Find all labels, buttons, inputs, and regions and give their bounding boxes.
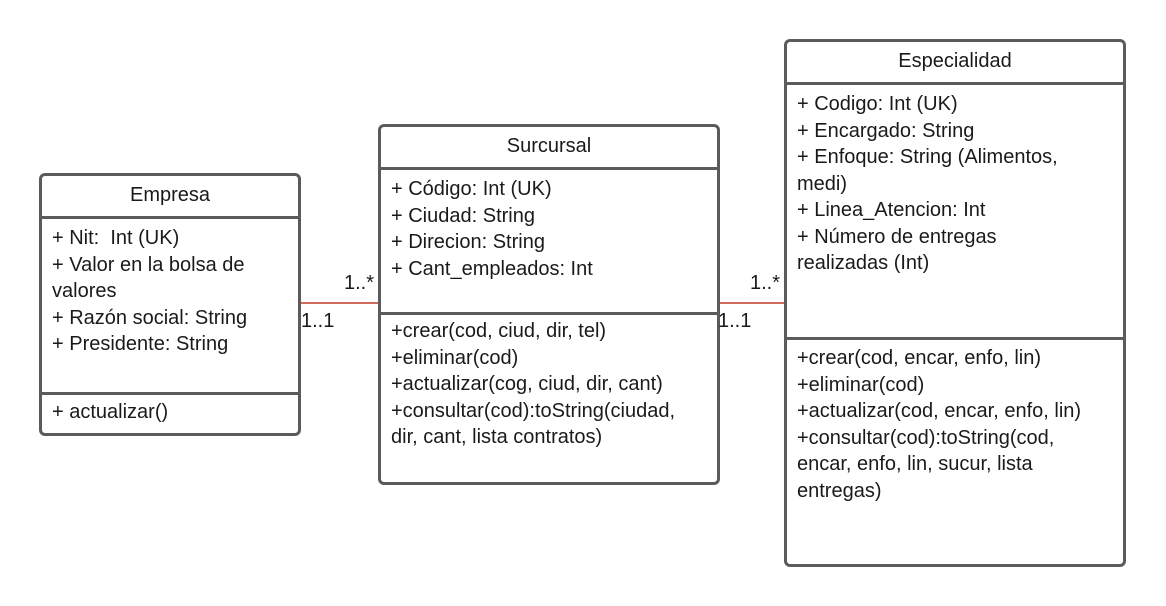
attribute: + Nit: Int (UK) (52, 227, 180, 249)
attribute: + Número de entregas (797, 225, 997, 248)
class-surcursal-methods: +crear(cod, ciud, dir, tel) +eliminar(co… (391, 318, 711, 451)
class-empresa-methods-divider (42, 392, 298, 395)
class-especialidad-methods-divider (787, 337, 1123, 340)
attribute: + Código: Int (UK) (391, 178, 552, 200)
attribute: + Ciudad: String (391, 204, 535, 227)
multiplicity-empresa-to-surcursal: 1..* (344, 272, 375, 294)
class-empresa-methods: + actualizar() (52, 399, 292, 426)
class-especialidad[interactable]: Especialidad + Codigo: Int (UK) + Encarg… (784, 39, 1126, 567)
method: + actualizar() (52, 401, 169, 423)
class-surcursal-name: Surcursal (506, 135, 592, 157)
attribute: + Codigo: Int (UK) (797, 93, 958, 115)
class-especialidad-methods: +crear(cod, encar, enfo, lin) +eliminar(… (797, 345, 1117, 504)
attribute: + Valor en la bolsa de (52, 253, 245, 276)
multiplicity-surcursal-to-especialidad: 1..* (750, 272, 781, 294)
method: dir, cant, lista contratos) (391, 426, 603, 448)
class-empresa-attributes: + Nit: Int (UK) + Valor en la bolsa de v… (52, 225, 292, 358)
attribute: + Direcion: String (391, 231, 545, 253)
method: +consultar(cod):toString(ciudad, (391, 399, 676, 422)
class-especialidad-header-divider (787, 82, 1123, 85)
method: +eliminar(cod) (797, 373, 925, 396)
attribute: realizadas (Int) (797, 252, 930, 274)
class-surcursal[interactable]: Surcursal + Código: Int (UK) + Ciudad: S… (378, 124, 720, 485)
class-especialidad-attributes: + Codigo: Int (UK) + Encargado: String +… (797, 91, 1117, 277)
multiplicity-empresa-side: 1..1 (301, 310, 335, 332)
method: +actualizar(cog, ciud, dir, cant) (391, 373, 663, 395)
class-especialidad-name: Especialidad (898, 50, 1012, 72)
class-empresa-name: Empresa (129, 184, 211, 206)
class-surcursal-methods-divider (381, 312, 717, 315)
class-empresa-header-divider (42, 216, 298, 219)
attribute: + Cant_empleados: Int (391, 257, 593, 280)
method: +actualizar(cod, encar, enfo, lin) (797, 400, 1082, 422)
class-surcursal-header-divider (381, 167, 717, 170)
class-surcursal-attributes: + Código: Int (UK) + Ciudad: String + Di… (391, 176, 711, 282)
attribute: valores (52, 280, 117, 302)
attribute: + Enfoque: String (Alimentos, (797, 146, 1058, 168)
method: entregas) (797, 479, 882, 502)
method: +crear(cod, ciud, dir, tel) (391, 320, 607, 342)
attribute: + Linea_Atencion: Int (797, 199, 986, 221)
attribute: + Razón social: String (52, 306, 248, 329)
attribute: medi) (797, 172, 848, 195)
method: +consultar(cod):toString(cod, (797, 426, 1055, 449)
class-empresa[interactable]: Empresa + Nit: Int (UK) + Valor en la bo… (39, 173, 301, 436)
attribute: + Encargado: String (797, 119, 975, 142)
attribute: + Presidente: String (52, 333, 229, 355)
method: +crear(cod, encar, enfo, lin) (797, 347, 1042, 369)
method: encar, enfo, lin, sucur, lista (797, 453, 1033, 475)
multiplicity-surcursal-side: 1..1 (718, 310, 752, 332)
method: +eliminar(cod) (391, 346, 519, 369)
